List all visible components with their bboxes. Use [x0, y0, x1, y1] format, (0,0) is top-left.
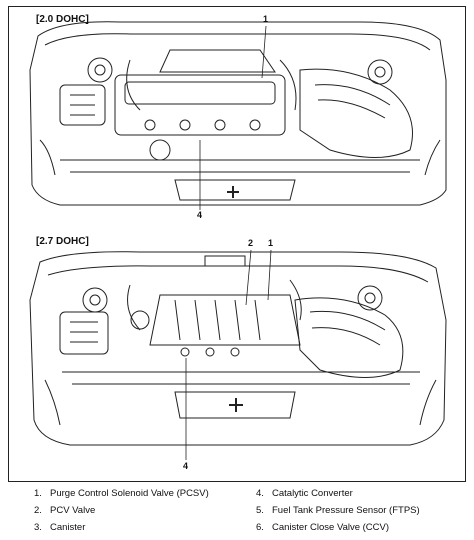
legend-label: Fuel Tank Pressure Sensor (FTPS): [272, 505, 420, 516]
legend-label: Canister: [50, 522, 86, 533]
legend-item-3: 3. Canister: [34, 522, 85, 533]
engine-bay-2-0-drawing: [29, 21, 447, 210]
legend-label: Catalytic Converter: [272, 488, 353, 499]
legend-item-6: 6. Canister Close Valve (CCV): [256, 522, 389, 533]
legend-number: 2.: [34, 505, 42, 516]
legend-label: PCV Valve: [50, 505, 96, 516]
legend-number: 4.: [256, 488, 264, 499]
diagram-title-2-0-dohc: [2.0 DOHC]: [36, 14, 89, 25]
callout-4-lower: 4: [183, 461, 189, 471]
engine-bay-2-7-drawing: [29, 249, 447, 460]
diagram-frame: [8, 6, 466, 482]
legend-item-5: 5. Fuel Tank Pressure Sensor (FTPS): [256, 505, 420, 516]
legend-item-4: 4. Catalytic Converter: [256, 488, 353, 499]
callout-2-lower: 2: [248, 238, 254, 248]
legend-label: Canister Close Valve (CCV): [272, 522, 390, 533]
legend-item-1: 1. Purge Control Solenoid Valve (PCSV): [34, 488, 209, 499]
legend-number: 6.: [256, 522, 264, 533]
legend-number: 1.: [34, 488, 42, 499]
diagram-title-2-7-dohc: [2.7 DOHC]: [36, 236, 89, 247]
legend-item-2: 2. PCV Valve: [34, 505, 95, 516]
callout-1-upper: 1: [263, 14, 269, 24]
legend-number: 3.: [34, 522, 42, 533]
callout-4-upper: 4: [197, 210, 203, 220]
legend-number: 5.: [256, 505, 264, 516]
callout-1-lower: 1: [268, 238, 274, 248]
legend-label: Purge Control Solenoid Valve (PCSV): [50, 488, 209, 499]
